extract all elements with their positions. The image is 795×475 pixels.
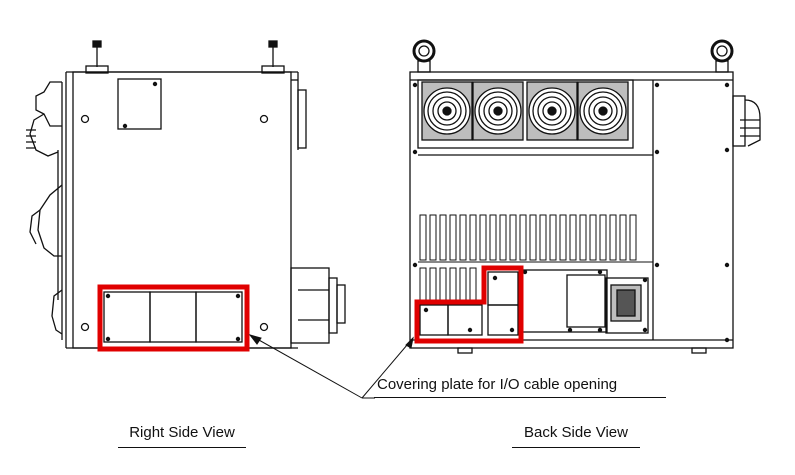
back-fan-bay: [417, 79, 634, 149]
back-eye-bolts: [412, 39, 734, 73]
fan-3: [526, 81, 578, 141]
right-covering-plates: [103, 291, 243, 343]
right-side-view: [26, 40, 346, 352]
right-lifting-handles: [85, 40, 285, 74]
back-body-outline: [409, 71, 734, 349]
fan-4: [577, 81, 629, 141]
back-feet: [457, 347, 707, 354]
back-side-connector: [732, 95, 761, 147]
back-screws: [412, 82, 730, 343]
right-connector-box: [290, 72, 346, 344]
callout-underline: [374, 397, 666, 398]
right-side-view-label: Right Side View: [118, 424, 246, 448]
fan-1: [421, 81, 473, 141]
callout-label: Covering plate for I/O cable opening: [377, 376, 618, 393]
right-top-panel: [117, 78, 162, 130]
back-side-view: [409, 39, 761, 354]
right-door-hinges: [26, 72, 67, 348]
back-io-highlight: [414, 265, 524, 344]
back-lower-panels: [521, 269, 649, 334]
right-screws: [105, 81, 241, 342]
back-io-plates: [419, 271, 519, 336]
fan-2: [472, 81, 524, 141]
back-fans: [421, 81, 629, 141]
back-side-view-label: Back Side View: [512, 424, 640, 448]
right-body-outline: [72, 71, 292, 349]
callout-leaders: [248, 334, 414, 399]
right-mount-holes: [80, 114, 269, 332]
right-io-highlight: [97, 284, 250, 352]
